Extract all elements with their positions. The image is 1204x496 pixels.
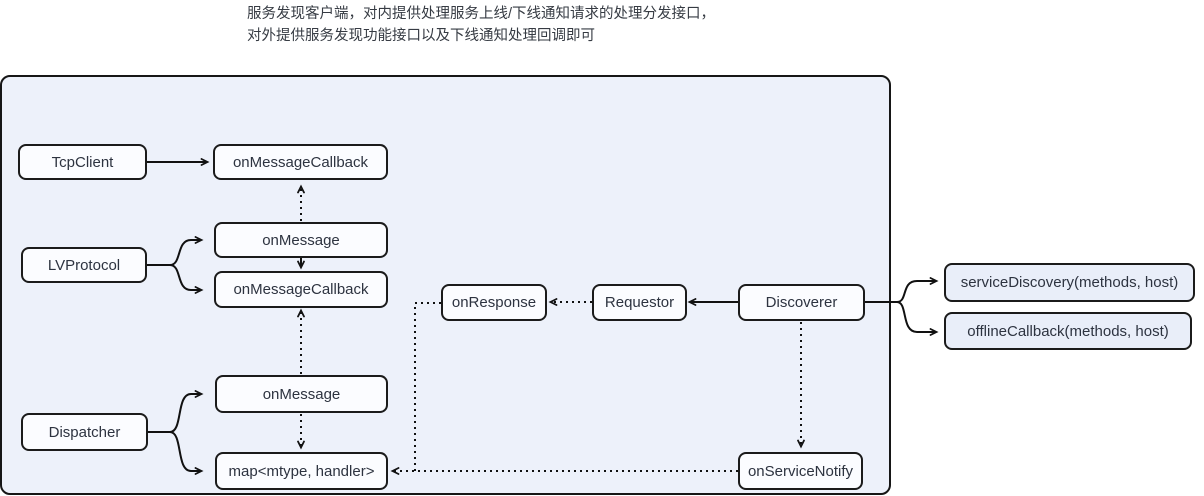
edge-discoverer-to-servicediscovery <box>896 277 939 303</box>
node-lvprotocol: LVProtocol <box>21 247 147 283</box>
node-offlinecallback: offlineCallback(methods, host) <box>944 312 1192 350</box>
node-onresponse: onResponse <box>441 284 547 321</box>
edge-discoverer-to-offlinecallback <box>896 301 939 336</box>
caption-line-1: 服务发现客户端，对内提供处理服务上线/下线通知请求的处理分发接口， <box>247 6 716 22</box>
node-servicediscovery: serviceDiscovery(methods, host) <box>944 263 1195 302</box>
node-lv-onmessage: onMessage <box>214 222 388 258</box>
node-requestor: Requestor <box>592 284 687 321</box>
caption-line-2: 对外提供服务发现功能接口以及下线通知处理回调即可 <box>247 28 595 44</box>
node-lv-onmessagecallback: onMessageCallback <box>214 271 388 308</box>
node-onservicenotify: onServiceNotify <box>738 452 863 490</box>
node-discoverer: Discoverer <box>738 284 865 321</box>
node-onmessagecallback-top: onMessageCallback <box>213 144 388 180</box>
node-tcpclient: TcpClient <box>18 144 147 180</box>
diagram-caption: 服务发现客户端，对内提供处理服务上线/下线通知请求的处理分发接口， 对外提供服务… <box>247 3 715 47</box>
node-dispatcher-onmessage: onMessage <box>215 375 388 413</box>
node-dispatcher: Dispatcher <box>21 413 148 451</box>
node-handler-map: map<mtype, handler> <box>215 452 388 490</box>
